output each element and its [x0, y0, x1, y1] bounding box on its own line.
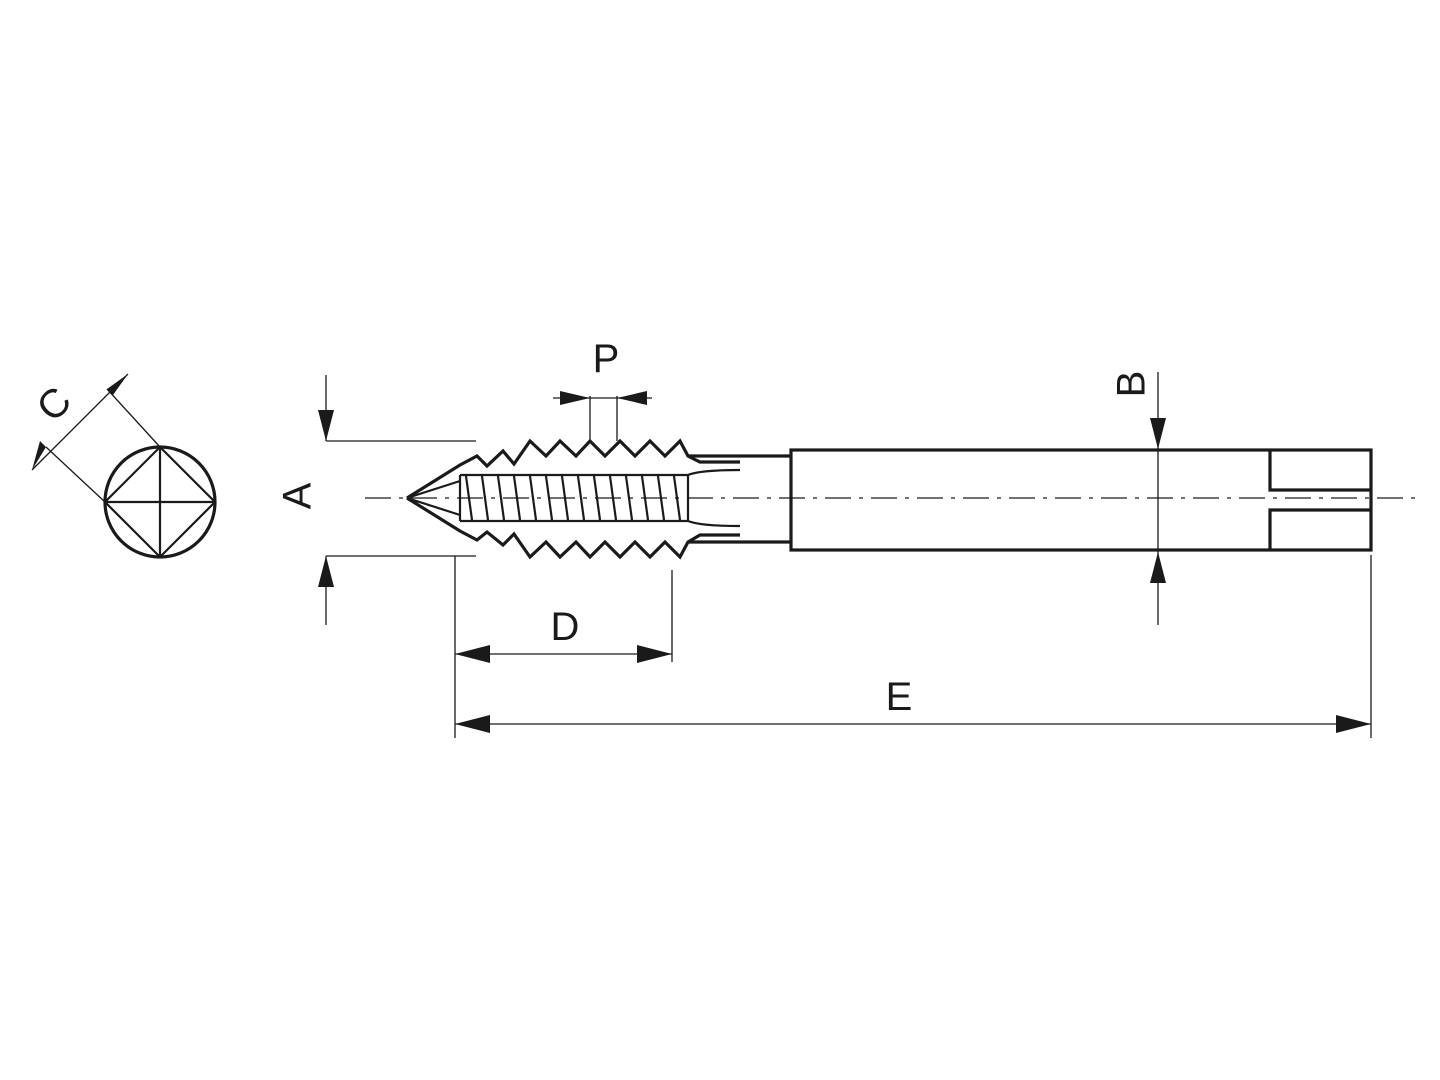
- dim-d-label: D: [551, 605, 580, 649]
- end-view: C: [29, 373, 217, 559]
- dim-p: P: [553, 337, 652, 441]
- dim-b-arrow-bottom: [1150, 552, 1166, 583]
- thread-profile-top: [406, 438, 740, 500]
- dim-c-arrow-lower: [32, 441, 46, 470]
- dim-a-arrow-top: [318, 410, 334, 441]
- dim-c-extension-upper: [106, 388, 161, 448]
- dim-a-arrow-bottom: [318, 556, 334, 587]
- thread-helix-lines: [464, 475, 682, 521]
- dim-d-arrow-left: [455, 645, 490, 663]
- dim-e-label: E: [886, 675, 913, 719]
- dim-b-label: B: [1110, 371, 1154, 398]
- dim-a: A: [276, 375, 476, 625]
- dim-b: B: [1110, 371, 1166, 625]
- dim-d-arrow-right: [637, 645, 672, 663]
- dim-p-label: P: [593, 337, 620, 381]
- dim-e-arrow-left: [455, 715, 490, 733]
- dim-b-arrow-top: [1150, 418, 1166, 449]
- dim-p-arrow-right: [617, 391, 647, 405]
- dim-p-arrow-left: [560, 391, 590, 405]
- flute-tip-upper: [406, 479, 461, 500]
- dim-e-arrow-right: [1336, 715, 1371, 733]
- dim-d: D: [454, 556, 673, 738]
- square-drive: [1268, 450, 1371, 550]
- dim-a-label: A: [276, 482, 320, 509]
- dim-c-arrow-upper: [107, 374, 128, 395]
- dim-e: E: [455, 555, 1372, 738]
- tap-body: [406, 438, 1373, 560]
- flute-tip-lower: [406, 496, 461, 517]
- flute-core-outline: [458, 468, 741, 528]
- dim-c-label: C: [29, 379, 81, 431]
- dim-c-extension-lower: [45, 446, 106, 503]
- thread-profile-bottom: [406, 496, 740, 560]
- shank: [789, 448, 1373, 552]
